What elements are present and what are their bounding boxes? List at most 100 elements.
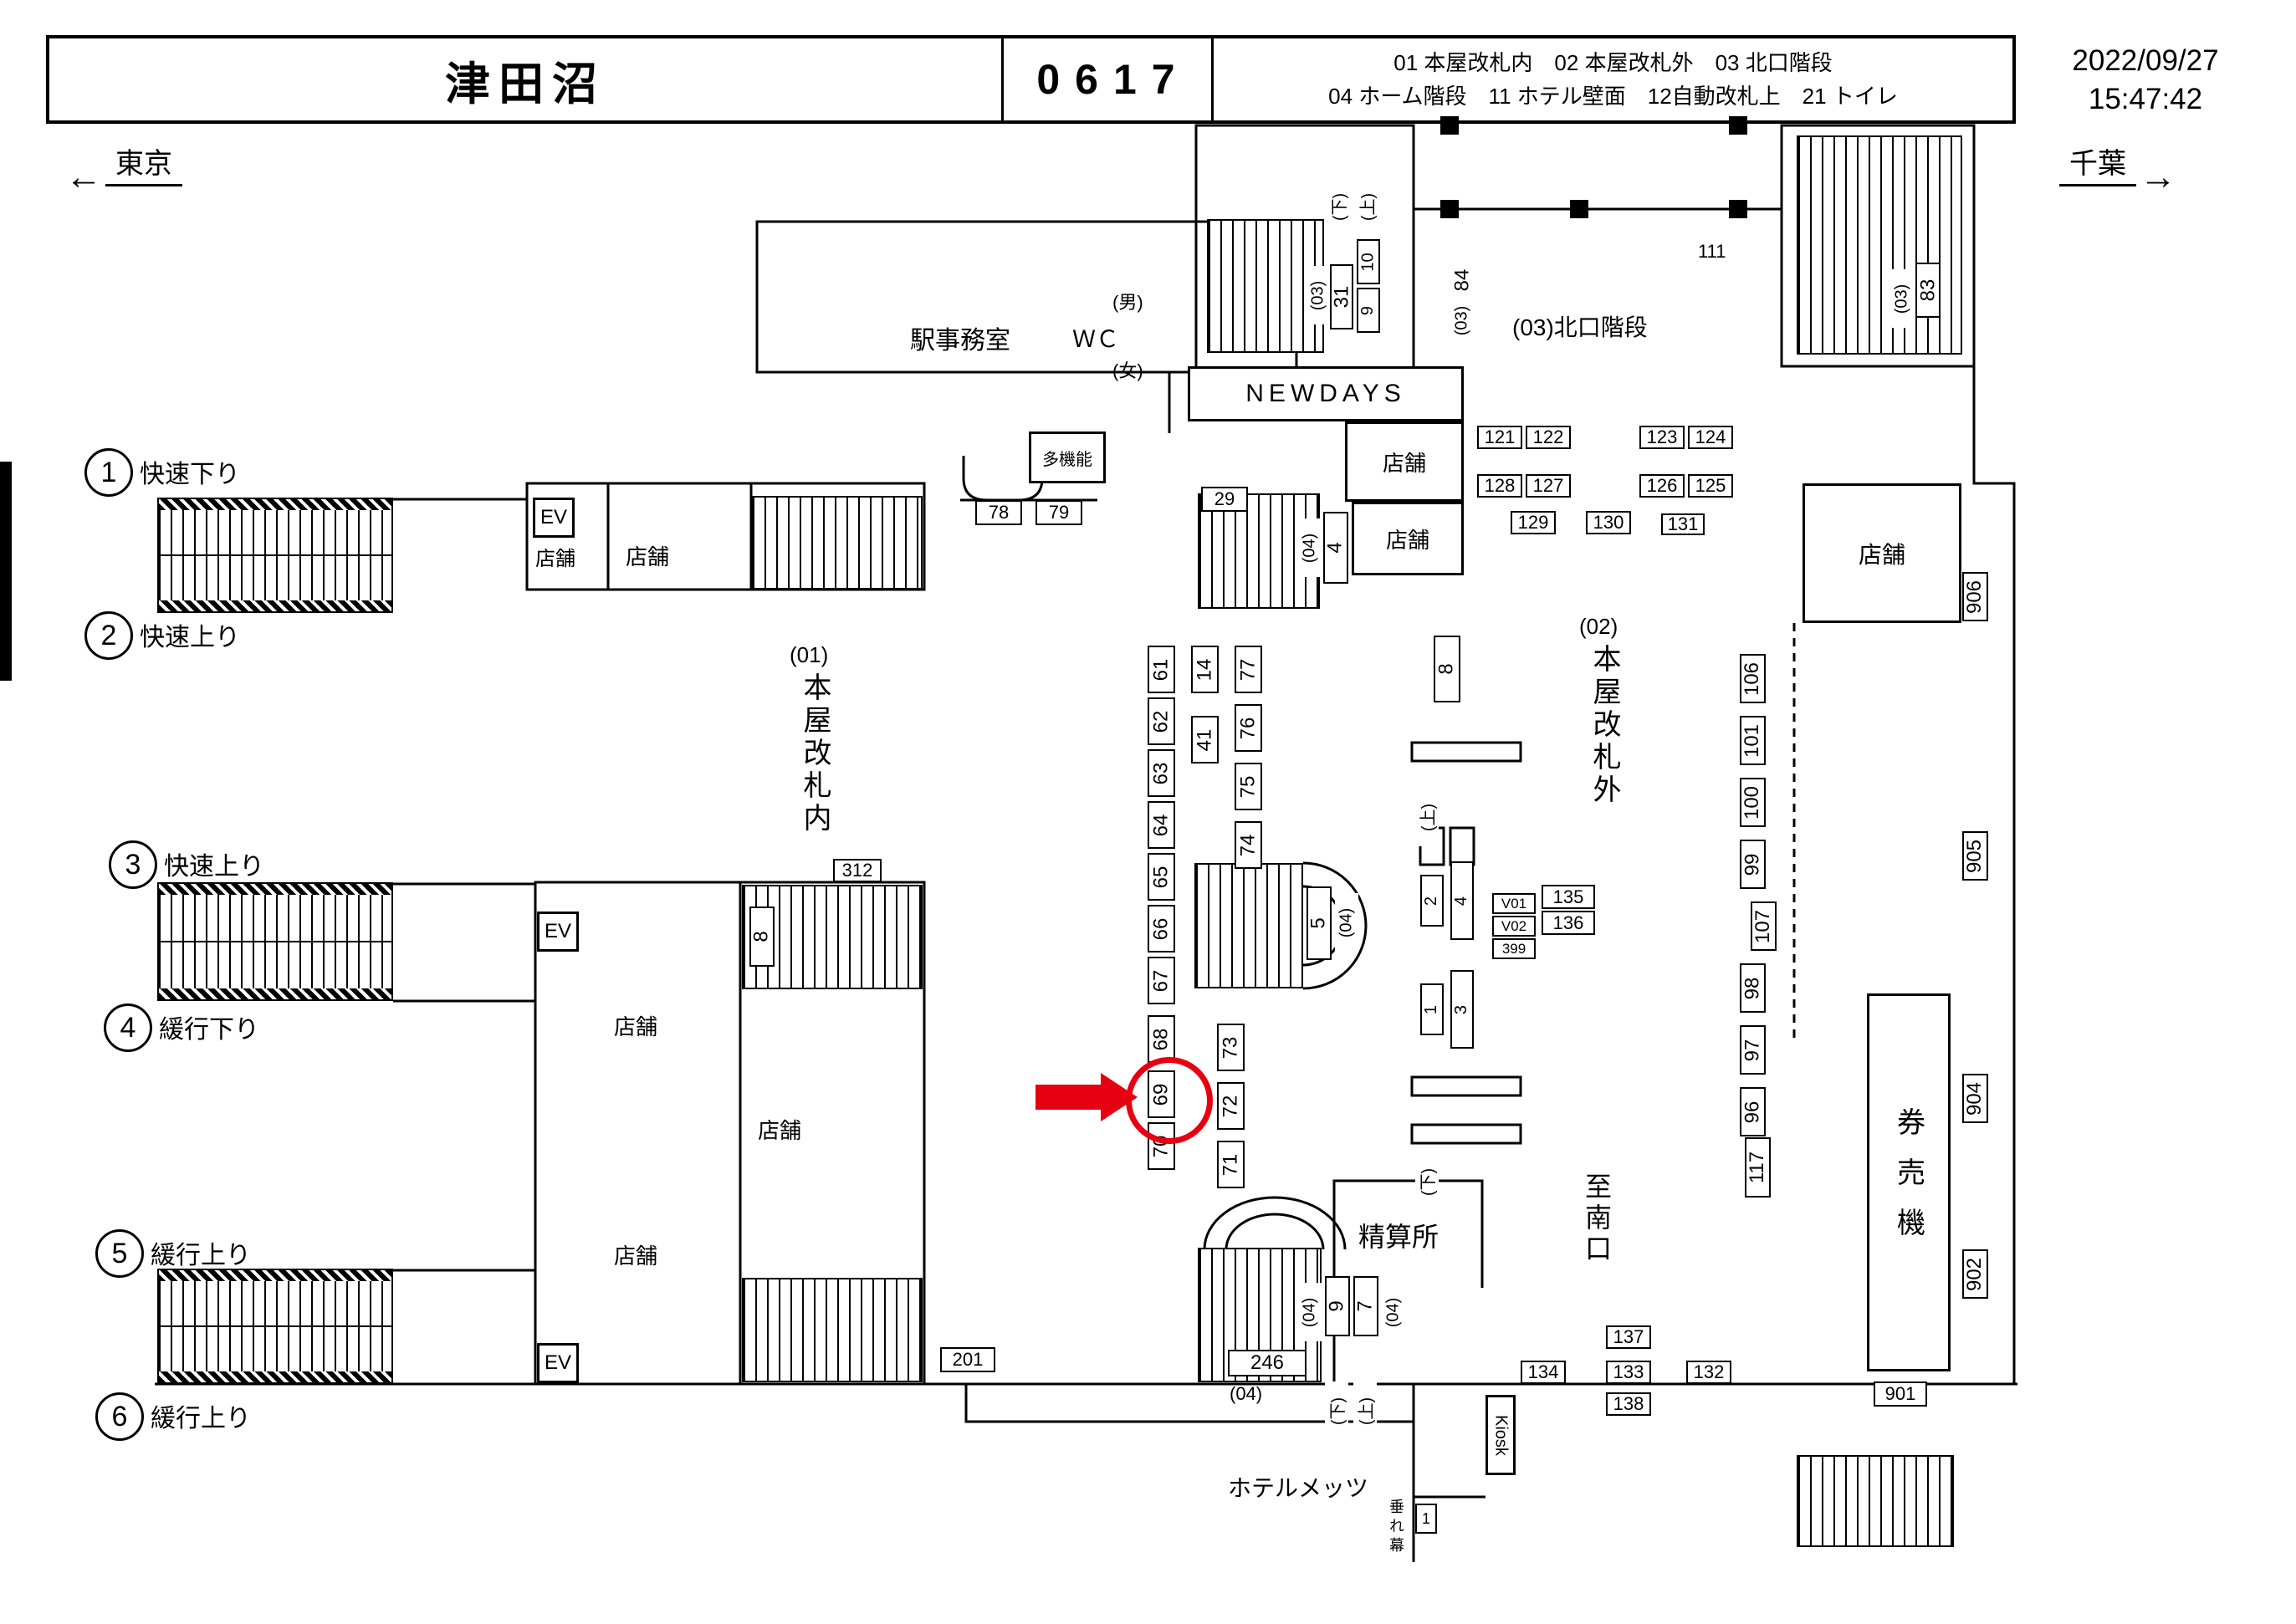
platform-label: 快速下り <box>140 461 240 488</box>
map-label: (03)北口階段 <box>1512 314 1648 340</box>
platform-number-4: 4 <box>104 1004 152 1052</box>
title-bar: 津田沼 0617 01 本屋改札内 02 本屋改札外 03 北口階段 04 ホー… <box>46 35 2016 124</box>
ad-location-V02: V02 <box>1492 916 1536 937</box>
ad-location-65: 65 <box>1148 853 1175 901</box>
ad-location-4: 4 <box>1323 512 1348 584</box>
room-NEWDAYS: NEWDAYS <box>1188 366 1464 421</box>
ad-location-V01: V01 <box>1492 893 1536 914</box>
ad-location-7: 7 <box>1353 1276 1378 1336</box>
ad-location-64: 64 <box>1148 801 1175 849</box>
ad-location-138: 138 <box>1606 1392 1651 1416</box>
ad-location-117: 117 <box>1745 1137 1771 1198</box>
station-name-cell: 津田沼 <box>49 38 1001 120</box>
ad-location-68: 68 <box>1148 1015 1175 1063</box>
legend-line-1: 01 本屋改札内 02 本屋改札外 03 北口階段 <box>1393 49 1833 75</box>
ad-location-128: 128 <box>1477 474 1522 498</box>
ad-location-83: 83 <box>1915 263 1941 318</box>
station-name: 津田沼 <box>445 59 606 110</box>
left-arrow-icon: ← <box>65 156 102 197</box>
map-label: (02) <box>1579 614 1618 639</box>
staircase <box>157 1269 393 1384</box>
ad-location-100: 100 <box>1740 778 1766 827</box>
map-label: (上) <box>1353 1381 1377 1440</box>
map-label: (下) <box>1325 1381 1348 1440</box>
platform-number-6: 6 <box>95 1392 144 1441</box>
ad-location-101: 101 <box>1740 716 1766 765</box>
ad-location-399: 399 <box>1492 938 1536 959</box>
staircase <box>751 496 923 590</box>
station-code-cell: 0617 <box>1001 38 1214 120</box>
map-label: (上) <box>1355 177 1378 236</box>
ad-location-131: 131 <box>1661 513 1705 535</box>
room-多機能: 多機能 <box>1029 432 1106 483</box>
room-EV: EV <box>537 1343 579 1383</box>
ad-location-125: 125 <box>1688 474 1733 498</box>
ad-location-124: 124 <box>1688 426 1733 449</box>
map-label: 店舗 <box>614 1244 658 1269</box>
direction-west-tokyo: ← 東京 <box>65 140 182 195</box>
ad-location-77: 77 <box>1235 646 1262 693</box>
stair-hatch <box>159 600 391 611</box>
map-label: ホテルメッツ <box>1228 1475 1369 1501</box>
map-label: 駅事務室 <box>910 327 1010 355</box>
map-label: (03) <box>1890 269 1914 328</box>
platform-number-5: 5 <box>95 1229 144 1278</box>
ad-location-99: 99 <box>1740 840 1766 889</box>
ad-location-137: 137 <box>1606 1325 1651 1349</box>
map-label: 店舗 <box>614 1014 658 1039</box>
map-label: (03) <box>1307 266 1330 324</box>
pillars <box>0 116 1747 681</box>
map-label: 精算所 <box>1358 1222 1439 1252</box>
direction-west-label: 東京 <box>105 140 182 186</box>
map-label: (04) <box>1382 1283 1405 1341</box>
ad-location-127: 127 <box>1526 474 1571 498</box>
ad-location-312: 312 <box>833 859 882 882</box>
map-label: (上) <box>1415 788 1439 846</box>
highlight-arrow-shaft <box>1036 1085 1102 1110</box>
ad-location-106: 106 <box>1740 654 1766 703</box>
map-label: 本屋改札外 <box>1588 644 1620 807</box>
ad-location-906: 906 <box>1962 572 1988 621</box>
ad-location-5: 5 <box>1307 886 1332 960</box>
ad-location-130: 130 <box>1586 511 1631 534</box>
map-label: 本屋改札内 <box>799 672 831 835</box>
legend-cell: 01 本屋改札内 02 本屋改札外 03 北口階段 04 ホーム階段 11 ホテ… <box>1214 38 2012 120</box>
right-arrow-icon: → <box>2140 156 2176 197</box>
map-label: (下) <box>1415 1152 1439 1211</box>
room-券売機: 券売機 <box>1867 993 1951 1371</box>
room-店舗: 店舗 <box>1803 483 1961 623</box>
ad-location-63: 63 <box>1148 749 1175 797</box>
ad-location-1: 1 <box>1415 1504 1437 1534</box>
ad-location-8: 8 <box>1434 636 1460 702</box>
room-EV: EV <box>533 498 575 538</box>
map-label: 店舗 <box>758 1118 802 1143</box>
map-label: (04) <box>1298 518 1322 577</box>
staircase <box>1194 863 1303 988</box>
ad-location-3: 3 <box>1450 970 1474 1049</box>
ad-location-126: 126 <box>1639 474 1685 498</box>
map-label: 店舗 <box>535 548 575 570</box>
staircase <box>157 882 393 1001</box>
stair-hatch <box>159 554 391 556</box>
ad-location-71: 71 <box>1217 1141 1245 1188</box>
station-code: 0617 <box>1036 56 1190 103</box>
ad-location-61: 61 <box>1148 646 1175 693</box>
ad-location-904: 904 <box>1962 1074 1988 1123</box>
ad-location-135: 135 <box>1542 885 1595 909</box>
map-label: ＷＣ <box>1072 326 1120 352</box>
direction-east-chiba: 千葉 → <box>2059 140 2176 195</box>
ad-location-62: 62 <box>1148 697 1175 745</box>
ad-location-41: 41 <box>1191 716 1219 763</box>
map-label: 店舗 <box>626 544 670 569</box>
highlight-circle <box>1126 1057 1213 1144</box>
ad-location-246: 246 <box>1228 1350 1307 1376</box>
ad-location-67: 67 <box>1148 957 1175 1004</box>
room-Kiosk: Kiosk <box>1485 1395 1516 1475</box>
ad-location-98: 98 <box>1740 963 1766 1013</box>
room-EV: EV <box>537 912 579 952</box>
ad-location-107: 107 <box>1751 901 1777 951</box>
time-text: 15:47:42 <box>2088 83 2203 116</box>
ad-location-122: 122 <box>1526 426 1571 449</box>
platform-label: 緩行上り <box>151 1405 251 1432</box>
stair-hatch <box>159 1325 391 1327</box>
